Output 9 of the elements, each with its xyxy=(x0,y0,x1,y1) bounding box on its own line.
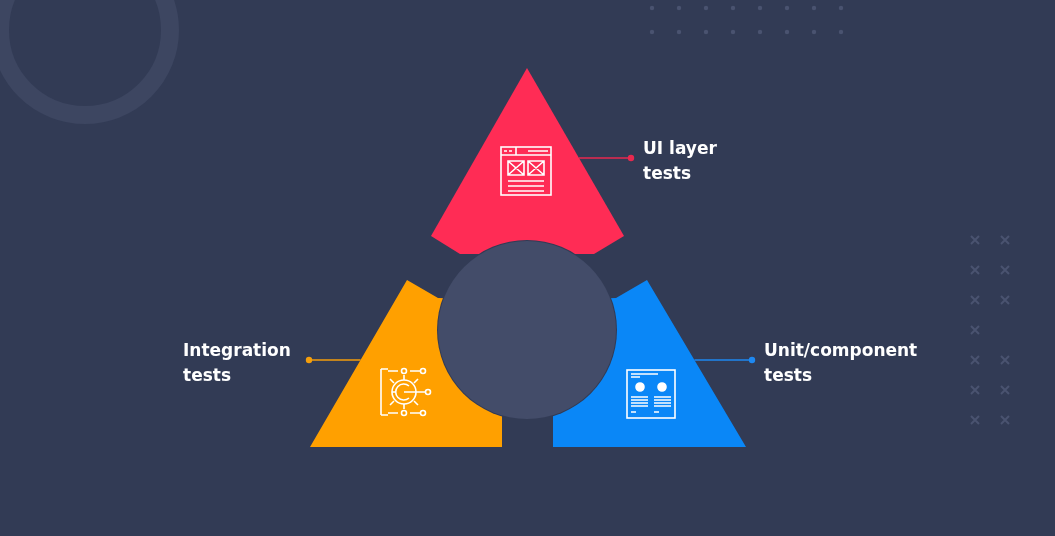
leader-line xyxy=(305,356,362,364)
triangle-segment xyxy=(553,280,746,447)
test-label: Unit/component tests xyxy=(764,338,934,388)
test-label: UI layer tests xyxy=(643,136,743,186)
leader-line xyxy=(693,356,756,364)
triangle-segment xyxy=(310,280,502,447)
test-label: Integration tests xyxy=(183,338,308,388)
leader-line xyxy=(578,154,635,162)
triangle-segment xyxy=(431,68,624,254)
